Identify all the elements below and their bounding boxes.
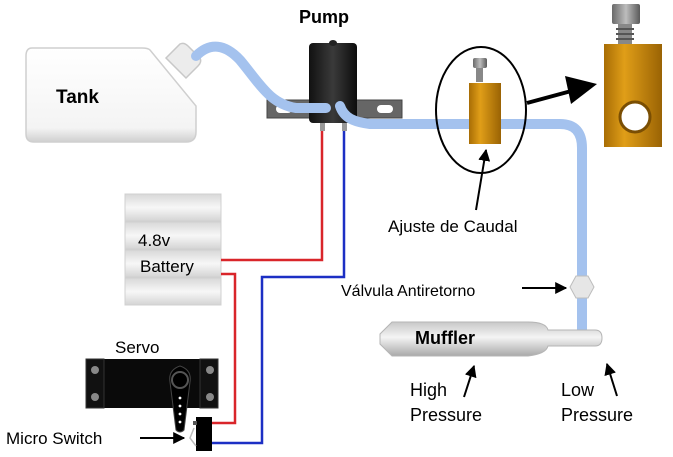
- battery: 4.8v Battery: [124, 193, 222, 306]
- zoom-arrow: [526, 76, 597, 105]
- micro-switch: Micro Switch: [6, 417, 212, 451]
- servo-label: Servo: [115, 338, 159, 357]
- low-pressure-pointer: [604, 362, 618, 397]
- wire-red-pump-battery: [221, 131, 324, 262]
- tank-label: Tank: [56, 87, 99, 108]
- high-pressure-label-1: High: [410, 380, 447, 400]
- high-pressure-label-2: Pressure: [410, 405, 482, 425]
- wire-red-battery-switch: [212, 272, 237, 425]
- highlight-ellipse: [435, 46, 527, 174]
- servo: Servo: [85, 338, 219, 433]
- muffler: Muffler: [379, 321, 603, 357]
- tank: Tank: [25, 42, 202, 143]
- micro-switch-label: Micro Switch: [6, 429, 102, 448]
- check-valve-label: Válvula Antiretorno: [341, 283, 475, 300]
- tube-pump-to-valve: [335, 101, 587, 280]
- check-valve: Válvula Antiretorno: [341, 275, 595, 300]
- wiring: [212, 131, 346, 445]
- flow-adjust-label: Ajuste de Caudal: [388, 217, 517, 236]
- tube-tank-to-pump: [191, 41, 331, 113]
- flow-adjust-pointer: [475, 148, 491, 211]
- pressure-labels: High Pressure Low Pressure: [410, 362, 633, 425]
- battery-label: Battery: [140, 257, 194, 276]
- muffler-label: Muffler: [415, 328, 475, 348]
- pump-label: Pump: [299, 7, 349, 27]
- low-pressure-label-1: Low: [561, 380, 595, 400]
- wire-blue-pump-switch: [212, 131, 346, 445]
- flow-adjust-small: [435, 46, 527, 174]
- flow-adjust-hole: [618, 100, 652, 134]
- battery-voltage-label: 4.8v: [138, 231, 171, 250]
- flow-adjust-large: [604, 4, 662, 147]
- high-pressure-pointer: [463, 364, 477, 398]
- low-pressure-label-2: Pressure: [561, 405, 633, 425]
